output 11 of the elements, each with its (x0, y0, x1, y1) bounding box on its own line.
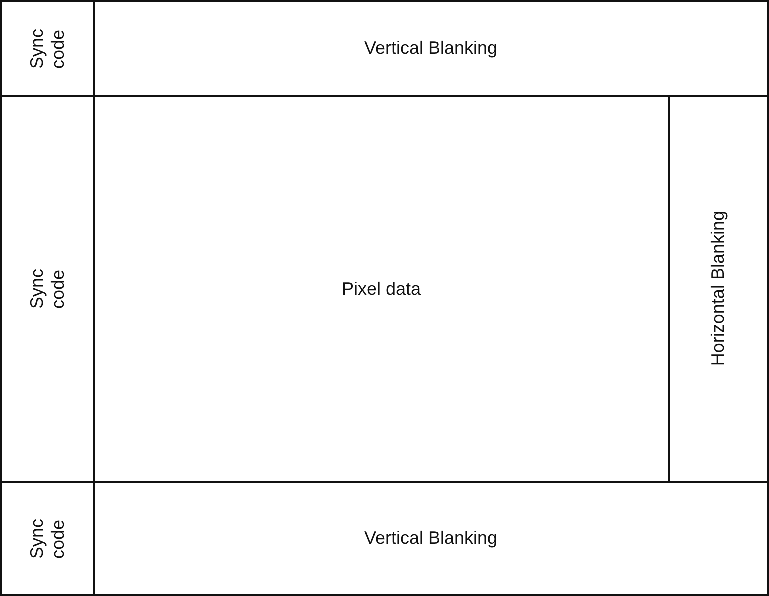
cell-label: Horizontal Blanking (708, 211, 729, 367)
grid-cell (0, 0, 95, 97)
grid-cell (0, 481, 95, 596)
cell-label: Sync code (26, 27, 68, 71)
grid-cell (93, 481, 769, 596)
cell-label: Vertical Blanking (364, 528, 498, 549)
cell-label: Sync code (26, 268, 68, 312)
cell-label: Sync code (26, 517, 68, 561)
cell-label: Vertical Blanking (364, 38, 498, 59)
grid-cell (93, 0, 769, 97)
cell-label: Pixel data (342, 278, 422, 300)
